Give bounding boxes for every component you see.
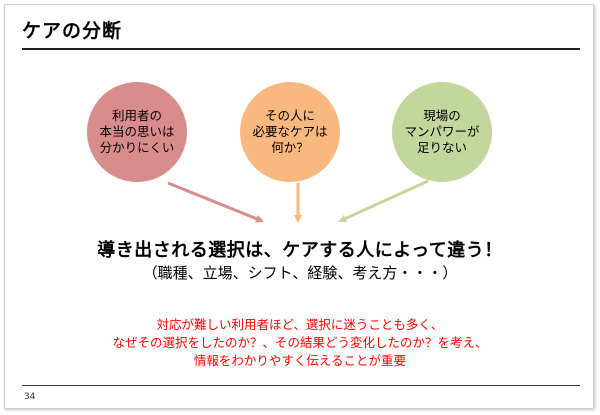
slide-frame [4, 4, 594, 409]
arrow-right [338, 179, 429, 223]
page-number: 34 [24, 392, 36, 402]
circle-needed-care: その人に 必要なケアは 何か？ [240, 82, 340, 182]
circle-manpower: 現場の マンパワーが 足りない [392, 82, 492, 182]
note-line: なぜその選択をしたのか？、その結果どう変化したのか？を考え、 [112, 335, 488, 350]
note-line: 対応が難しい利用者ほど、選択に迷うことも多く、 [156, 317, 444, 332]
sub-message: （職種、立場、シフト、経験、考え方・・・） [142, 264, 458, 282]
footer-rule [22, 385, 580, 386]
arrow-left [167, 181, 264, 223]
circle-manpower-label: 現場の マンパワーが 足りない [404, 108, 480, 155]
circle-user-feelings: 利用者の 本当の思いは 分かりにくい [87, 82, 187, 182]
title-underline [22, 48, 580, 50]
note-line: 情報をわかりやすく伝えることが重要 [193, 353, 407, 368]
circle-needed-care-label: その人に 必要なケアは 何か？ [252, 108, 328, 155]
circle-user-feelings-label: 利用者の 本当の思いは 分かりにくい [99, 108, 175, 155]
slide-title: ケアの分断 [22, 20, 123, 42]
red-note: 対応が難しい利用者ほど、選択に迷うことも多く、 なぜその選択をしたのか？、その結… [0, 316, 600, 370]
main-message: 導き出される選択は、ケアする人によって違う！ [97, 240, 503, 261]
